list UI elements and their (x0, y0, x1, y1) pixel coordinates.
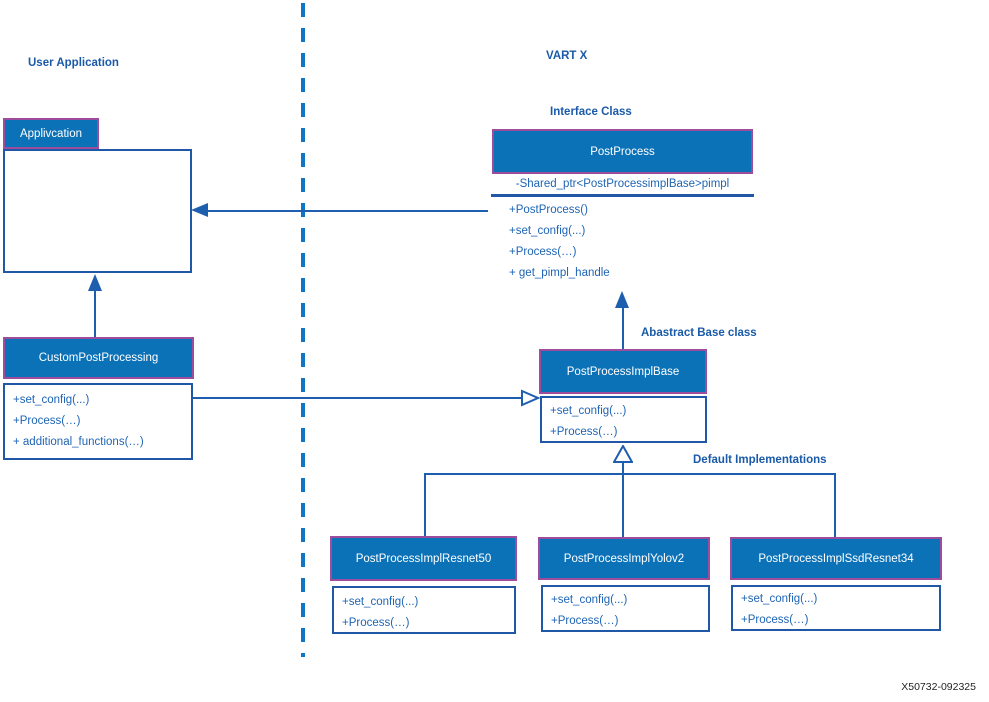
base-to-postprocess-arrowhead-icon (615, 291, 629, 308)
postprocessimplyolov2-class-header: PostProcessImplYolov2 (538, 537, 710, 580)
region-divider-dashed-line (301, 3, 305, 657)
custompostprocessing-class-name: CustomPostProcessing (38, 352, 159, 364)
custom-to-application-line (94, 290, 96, 337)
postprocessimplyolov2-class-name: PostProcessImplYolov2 (563, 552, 685, 565)
method-item: +set_config(...) (13, 394, 90, 406)
method-item: +set_config(...) (551, 594, 628, 606)
method-item: +Process(…) (509, 246, 577, 258)
postprocessimplyolov2-methods-box: +set_config(...) +Process(…) (541, 585, 710, 632)
postprocessimplresnet50-class-header: PostProcessImplResnet50 (330, 536, 517, 581)
application-folder-tab: Applivcation (3, 118, 99, 149)
postprocess-to-application-arrowhead-icon (191, 203, 208, 217)
postprocess-methods-list: +PostProcess() +set_config(...) +Process… (509, 200, 610, 284)
impls-to-base-hollow-triangle-icon (613, 445, 633, 463)
method-item: +PostProcess() (509, 204, 588, 216)
postprocessimplresnet50-methods-box: +set_config(...) +Process(…) (332, 586, 516, 634)
postprocessimplbase-class-name: PostProcessImplBase (566, 365, 680, 378)
custom-to-base-generalization-line (193, 397, 523, 399)
abstract-base-class-label: Abastract Base class (641, 327, 757, 339)
impls-connector-right-line (834, 473, 836, 538)
default-implementations-label: Default Implementations (693, 454, 827, 466)
postprocess-to-application-line (206, 210, 488, 212)
impls-connector-left-line (424, 473, 426, 537)
method-item: +Process(…) (13, 415, 81, 427)
method-item: +set_config(...) (342, 596, 419, 608)
method-item: + additional_functions(…) (13, 436, 144, 448)
postprocessimplssdresnet34-class-header: PostProcessImplSsdResnet34 (730, 537, 942, 580)
impls-connector-middle-line (622, 462, 624, 538)
postprocessimplbase-methods-box: +set_config(...) +Process(…) (540, 396, 707, 443)
user-application-region-label: User Application (28, 57, 119, 69)
postprocessimplssdresnet34-class-name: PostProcessImplSsdResnet34 (758, 552, 914, 565)
method-item: +Process(…) (550, 426, 618, 438)
application-folder-body (3, 149, 192, 273)
interface-class-label: Interface Class (550, 106, 632, 118)
figure-id-text: X50732-092325 (901, 681, 976, 693)
method-item: +set_config(...) (741, 593, 818, 605)
method-item: +Process(…) (342, 617, 410, 629)
custompostprocessing-methods-box: +set_config(...) +Process(…) + additiona… (3, 383, 193, 460)
custom-to-base-hollow-triangle-icon (521, 389, 540, 407)
vart-x-region-label: VART X (546, 50, 588, 62)
postprocessimplbase-class-header: PostProcessImplBase (539, 349, 707, 394)
method-item: +set_config(...) (509, 225, 586, 237)
application-folder-title: Applivcation (19, 127, 82, 140)
method-item: + get_pimpl_handle (509, 267, 610, 279)
postprocess-class-name: PostProcess (590, 145, 655, 158)
method-item: +Process(…) (741, 614, 809, 626)
postprocess-attribute: -Shared_ptr<PostProcessimplBase>pimpl (515, 178, 730, 190)
method-item: +set_config(...) (550, 405, 627, 417)
postprocessimplssdresnet34-methods-box: +set_config(...) +Process(…) (731, 585, 941, 631)
postprocess-class-header: PostProcess (492, 129, 753, 174)
base-to-postprocess-line (622, 307, 624, 350)
custompostprocessing-class-header: CustomPostProcessing (3, 337, 194, 379)
impls-connector-horizontal-line (424, 473, 836, 475)
postprocess-attribute-separator (491, 194, 754, 197)
custom-to-application-arrowhead-icon (88, 274, 102, 291)
method-item: +Process(…) (551, 615, 619, 627)
postprocessimplresnet50-class-name: PostProcessImplResnet50 (355, 552, 492, 565)
